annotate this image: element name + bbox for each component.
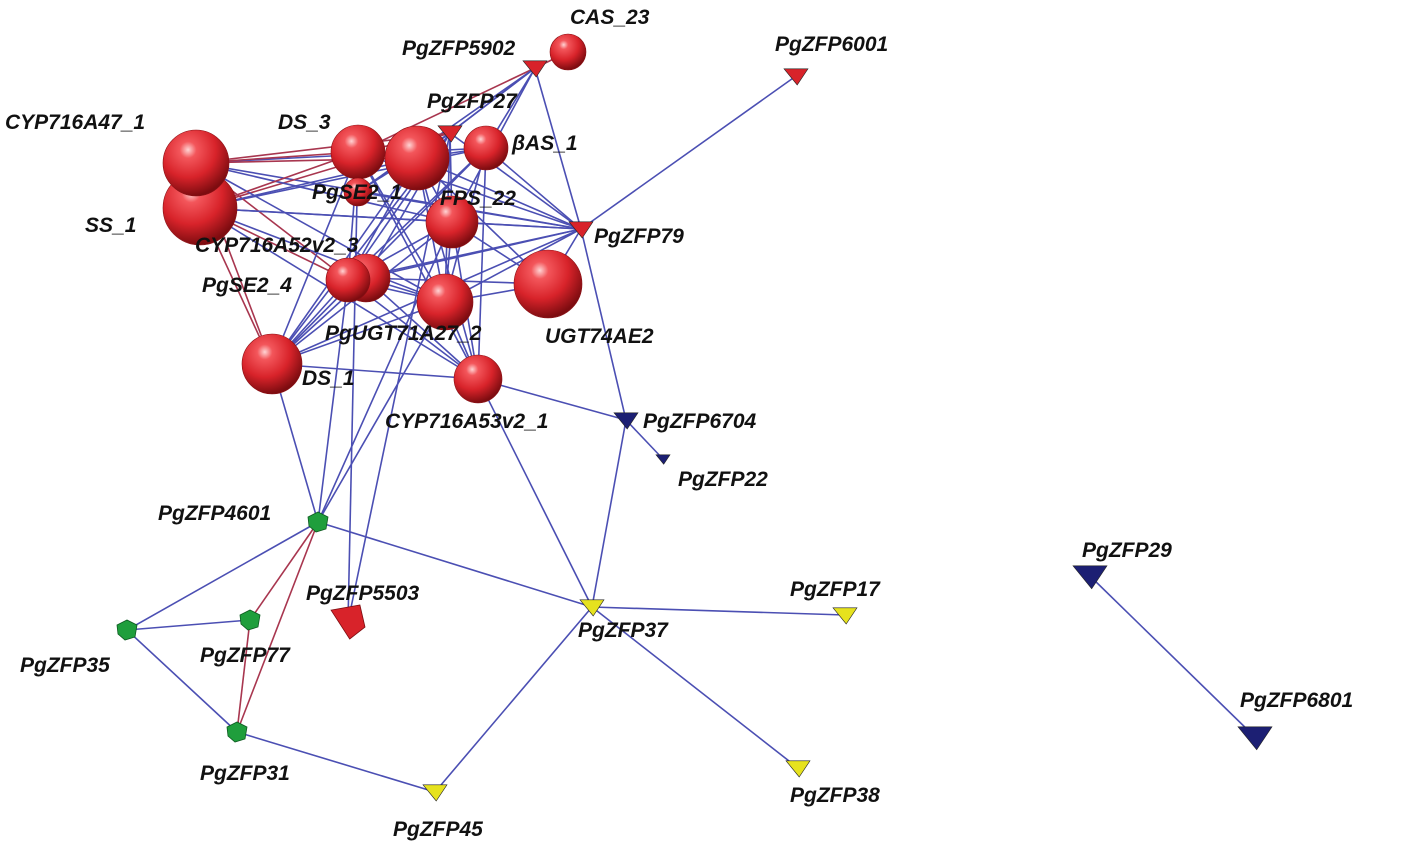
- node-pgzfp6801: [1237, 726, 1273, 751]
- node-pgzfp77: [239, 609, 261, 631]
- edge-CYP716A53v2_1-PgZFP6704: [477, 378, 627, 421]
- edge-CYP716A52v2_3-CYP716A53v2_1: [365, 277, 479, 380]
- edge-PgZFP45-PgZFP37: [434, 606, 593, 793]
- label-pgzfp38: PgZFP38: [790, 784, 880, 807]
- edge-PgZFP79-PgZFP6001: [580, 75, 797, 230]
- edge-PgZFP6704-PgZFP37: [591, 419, 627, 608]
- edge-DS_1-CYP716A53v2_1: [271, 363, 479, 380]
- edge-PgZFP35-PgZFP77: [126, 619, 251, 631]
- edge-PgZFP4601-PgZFP31: [236, 521, 319, 733]
- node-pgzfp35: [116, 619, 138, 641]
- edge-DS_3-PgUGT71A27_2: [357, 151, 446, 303]
- edge-DS_3-DS_1: [271, 151, 359, 365]
- label-pgse2-4: PgSE2_4: [202, 274, 292, 297]
- label-pgzfp22: PgZFP22: [678, 468, 768, 491]
- node-pgse2-1: [343, 177, 373, 207]
- edge-FPS_22-PgZFP4601: [317, 221, 453, 523]
- node-pgzfp45: [422, 784, 448, 802]
- label-pgugt71a27-2: PgUGT71A27_2: [325, 322, 482, 345]
- node-ds-3: [330, 124, 386, 180]
- edge-PgZFP35-PgZFP31: [126, 629, 238, 733]
- label-pgzfp79: PgZFP79: [594, 225, 684, 248]
- node-pgzfp4601: [307, 511, 329, 533]
- node-ds-3b: [384, 125, 450, 191]
- label-pgzfp31: PgZFP31: [200, 762, 290, 785]
- label-bas-1: βAS_1: [511, 132, 578, 155]
- label-pgse2-1: PgSE2_1: [312, 181, 402, 204]
- label-pgzfp27: PgZFP27: [427, 90, 518, 113]
- edge-PgZFP5902-PgZFP79: [534, 67, 582, 230]
- node-cas-23: [549, 33, 587, 71]
- label-pgzfp5902: PgZFP5902: [402, 37, 516, 60]
- node-pgzfp79: [568, 221, 594, 239]
- label-cyp716a53v2-1: CYP716A53v2_1: [385, 410, 548, 433]
- label-pgzfp77: PgZFP77: [200, 644, 291, 667]
- node-cyp716a53v2-1: [453, 354, 503, 404]
- label-pgzfp6801: PgZFP6801: [1240, 689, 1353, 712]
- node-pgzfp22: [655, 454, 671, 465]
- edge-PgZFP4601-PgZFP35: [126, 521, 319, 631]
- label-ugt74ae2: UGT74AE2: [545, 325, 654, 348]
- edge-PgZFP37-PgZFP17: [591, 606, 846, 616]
- edge-PgSE2_4-PgZFP4601: [317, 279, 349, 523]
- node-ugt74ae2: [513, 249, 583, 319]
- edge-PgZFP29-PgZFP6801: [1089, 575, 1256, 738]
- node-bas-1: [463, 125, 509, 171]
- label-cas-23: CAS_23: [570, 6, 650, 29]
- edge-CYP716A53v2_1-PgZFP37: [477, 378, 593, 608]
- edge-bAS_1-CYP716A53v2_1: [477, 147, 487, 380]
- node-pgugt71a27-2: [416, 273, 474, 331]
- node-ds-1: [241, 333, 303, 395]
- label-pgzfp17: PgZFP17: [790, 578, 881, 601]
- label-pgzfp45: PgZFP45: [393, 818, 483, 841]
- edge-DS_3-CYP716A53v2_1: [357, 151, 479, 380]
- label-pgzfp29: PgZFP29: [1082, 539, 1172, 562]
- edge-SS_1-PgUGT71A27_2: [199, 207, 446, 303]
- edge-PgZFP4601-PgZFP37: [317, 521, 593, 608]
- label-pgzfp4601: PgZFP4601: [158, 502, 271, 525]
- node-pgzfp31: [226, 721, 248, 743]
- label-ds-1: DS_1: [302, 367, 355, 390]
- edge-PgUGT71A27_2-PgZFP4601: [317, 301, 446, 523]
- label-pgzfp6001: PgZFP6001: [775, 33, 888, 56]
- edge-PgZFP79-PgZFP6704: [580, 228, 627, 421]
- node-pgse2-4: [325, 257, 371, 303]
- node-pgzfp6001: [783, 68, 809, 86]
- nodes-layer: [116, 33, 1273, 802]
- label-fps-22: FPS_22: [440, 187, 516, 210]
- edge-PgZFP6704-PgZFP22: [625, 419, 664, 460]
- edge-PgZFP37-PgZFP38: [591, 606, 799, 769]
- label-pgzfp35: PgZFP35: [20, 654, 110, 677]
- edge-PgUGT71A27_2-DS_1: [271, 301, 446, 365]
- edge-bAS_1-DS_1: [271, 147, 487, 365]
- edge-DS_3-PgZFP5503: [347, 151, 359, 623]
- edge-SS_1-FPS_22: [199, 207, 453, 223]
- label-cyp716a52v2-3: CYP716A52v2_3: [195, 234, 359, 257]
- edge-CYP716A47_1-FPS_22: [195, 162, 453, 223]
- edge-PgZFP31-PgZFP45: [236, 731, 436, 793]
- node-pgzfp6704: [613, 412, 639, 430]
- node-pgzfp17: [832, 607, 858, 625]
- label-pgzfp37: PgZFP37: [578, 619, 669, 642]
- label-pgzfp5503: PgZFP5503: [306, 582, 420, 605]
- edge-PgZFP5902-DS_3: [357, 67, 536, 153]
- label-pgzfp6704: PgZFP6704: [643, 410, 757, 433]
- label-ss-1: SS_1: [85, 214, 136, 237]
- label-ds-3: DS_3: [278, 111, 331, 134]
- node-pgzfp38: [785, 760, 811, 778]
- node-pgzfp5503: [330, 604, 366, 640]
- node-pgzfp29: [1072, 565, 1108, 590]
- edge-PgZFP4601-PgZFP77: [249, 521, 319, 621]
- label-cyp716a47-1: CYP716A47_1: [5, 111, 145, 134]
- edge-PgZFP77-PgZFP31: [236, 619, 251, 733]
- node-cyp716a47-1: [162, 129, 230, 197]
- node-fps-22: [425, 195, 479, 249]
- node-pgzfp27: [437, 125, 463, 143]
- node-pgzfp37: [579, 599, 605, 617]
- node-pgzfp5902: [522, 60, 548, 78]
